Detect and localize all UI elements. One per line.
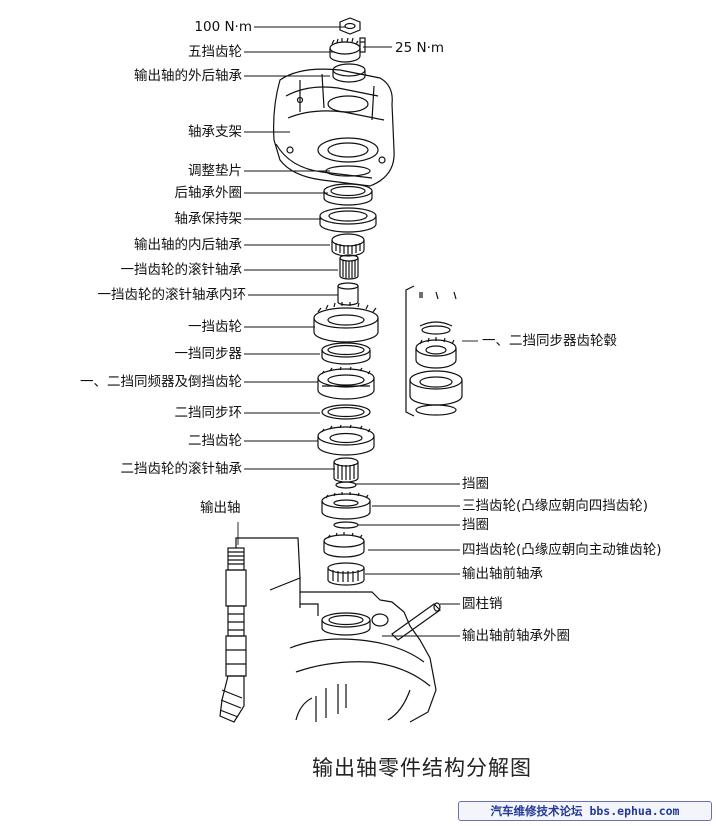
label-sync12-reverse-gear: 一、二挡同频器及倒挡齿轮 (80, 374, 242, 390)
first-gear-needle-inner-ring (337, 282, 359, 306)
sync12-and-reverse-gear (317, 366, 375, 400)
second-gear (317, 424, 375, 456)
dowel-pin (391, 602, 441, 641)
label-third-gear: 三挡齿轮(凸缘应朝向四挡齿轮) (462, 498, 649, 514)
front-bearing-outer-race (321, 612, 371, 636)
label-front-bearing: 输出轴前轴承 (462, 566, 543, 582)
rear-bearing-outer-race (323, 183, 373, 206)
label-second-gear-needle-bearing: 二挡齿轮的滚针轴承 (120, 461, 243, 477)
second-sync-ring (321, 404, 371, 420)
label-bolt-torque: 25 N·m (395, 40, 445, 56)
fourth-gear (323, 532, 365, 558)
label-bearing-bracket: 轴承支架 (188, 124, 242, 140)
retainer-ring-1 (335, 481, 357, 489)
third-gear (321, 492, 371, 520)
label-dowel-pin: 圆柱销 (462, 596, 503, 612)
label-second-gear: 二挡齿轮 (188, 433, 242, 449)
outer-rear-bearing (332, 63, 366, 83)
detail-bracket (405, 285, 457, 417)
retainer-ring-2 (333, 521, 359, 529)
label-fifth-gear: 五挡齿轮 (188, 44, 242, 60)
label-retainer-ring-2: 挡圈 (462, 517, 489, 533)
label-shim: 调整垫片 (188, 163, 242, 179)
bearing-retainer (319, 207, 377, 233)
shim (325, 165, 371, 177)
sleeve-detail (409, 370, 463, 416)
label-second-sync-ring: 二挡同步环 (174, 405, 243, 421)
label-output-shaft: 输出轴 (200, 500, 241, 516)
diagram-caption: 输出轴零件结构分解图 (312, 756, 532, 780)
forum-watermark: 汽车维修技术论坛 bbs.ephua.com (458, 801, 712, 821)
first-gear (313, 302, 379, 343)
second-gear-needle-bearing (333, 457, 359, 483)
nut-100nm (339, 17, 361, 35)
bearing-bracket-housing (273, 68, 395, 187)
label-inner-rear-bearing: 输出轴的内后轴承 (134, 237, 242, 253)
first-synchronizer (321, 342, 371, 365)
inner-rear-bearing (331, 233, 365, 257)
label-first-gear-needle-bearing: 一挡齿轮的滚针轴承 (120, 262, 243, 278)
output-shaft (219, 537, 301, 723)
leader-lines (237, 26, 478, 637)
label-bearing-retainer: 轴承保持架 (174, 211, 243, 227)
label-nut-torque: 100 N·m (194, 19, 252, 35)
label-first-gear-needle-inner-ring: 一挡齿轮的滚针轴承内环 (97, 287, 247, 303)
sync-hub-detail (415, 337, 457, 369)
label-retainer-ring-1: 挡圈 (462, 476, 489, 492)
label-front-bearing-outer-race: 输出轴前轴承外圈 (462, 628, 570, 644)
label-outer-rear-bearing: 输出轴的外后轴承 (134, 68, 242, 84)
label-sync12-hub: 一、二挡同步器齿轮毂 (482, 333, 617, 349)
label-first-synchronizer: 一挡同步器 (174, 346, 243, 362)
bolt-25nm (359, 37, 366, 53)
label-first-gear: 一挡齿轮 (188, 319, 242, 335)
first-gear-needle-bearing (339, 254, 359, 280)
fifth-gear (329, 37, 361, 63)
label-fourth-gear: 四挡齿轮(凸缘应朝向主动锥齿轮) (462, 542, 662, 558)
output-shaft-front-bearing (327, 562, 365, 586)
label-rear-bearing-outer-race: 后轴承外圈 (174, 185, 243, 201)
transmission-case (269, 577, 437, 723)
